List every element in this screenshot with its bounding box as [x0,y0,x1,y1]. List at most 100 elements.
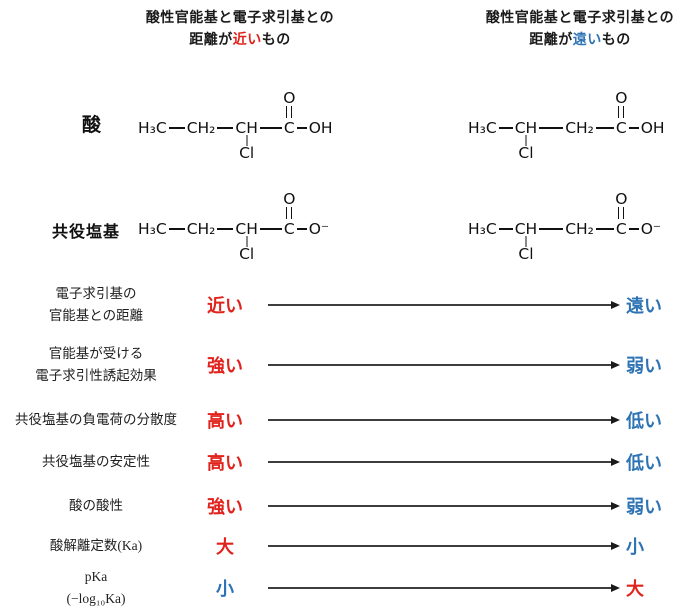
left-value: 強い [207,497,243,517]
single-bond [539,228,564,230]
row-label-acid: 酸 [82,115,102,136]
header-near-line2: 距離が近いもの [189,33,291,48]
double-bond [618,106,625,118]
single-bond [259,228,282,230]
carboxyl-carbon-group: C O [615,88,628,137]
chlorine-substituent: Cl [518,144,534,162]
left-value: 大 [216,537,234,557]
arrow-head-icon [611,502,620,510]
double-bond [618,207,625,219]
right-value: 弱い [626,497,662,517]
row-label: 酸の酸性 [69,498,123,514]
hydroxyl-group: OH [640,119,665,137]
single-bond [595,228,614,230]
single-bond [259,127,282,129]
arrow-line [268,461,611,463]
methylene-group: CH₂ [186,119,216,137]
single-bond [168,228,185,230]
comparison-row-base-stability: 共役塩基の安定性 高い 低い [0,440,698,484]
methyl-group: H₃C [468,119,497,137]
carbonyl-oxygen: O [283,189,296,208]
double-bond [286,207,293,219]
structure-base-near: H₃C CH₂ CH Cl C O O⁻ [138,189,329,262]
arrow-head-icon [611,584,620,592]
header-far-line2: 距離が遠いもの [529,33,631,48]
arrow-line [268,419,611,421]
carbonyl-oxygen: O [283,88,296,107]
carboxylate-oxygen: O⁻ [640,220,662,238]
left-value: 小 [216,579,234,599]
right-value: 低い [626,453,662,473]
comparison-row-distance: 電子求引基の官能基との距離 近い 遠い [0,278,698,332]
bond-to-chlorine [246,236,248,247]
arrow-head-icon [611,301,620,309]
double-bond [286,106,293,118]
left-value: 高い [207,411,243,431]
methylene-group: CH₂ [186,220,216,238]
methine-group: CH Cl [514,119,538,162]
hydroxyl-group: OH [308,119,333,137]
right-arrow [268,301,620,309]
carboxyl-carbon-group: C O [283,88,296,137]
arrow-head-icon [611,542,620,550]
row-label-conjugate-base: 共役塩基 [52,224,121,241]
single-bond [296,228,307,230]
bond-to-chlorine [246,135,248,146]
right-arrow [268,542,620,550]
carboxyl-carbon-group: C O [283,189,296,238]
arrow-line [268,545,611,547]
right-value: 低い [626,411,662,431]
arrow-line [268,587,611,589]
header-far-highlight: 遠い [572,33,602,48]
row-label: 共役塩基の負電荷の分散度 [15,412,177,428]
single-bond [595,127,614,129]
comparison-row-inductive-effect: 官能基が受ける電子求引性誘起効果 強い 弱い [0,336,698,394]
single-bond [217,127,234,129]
arrow-line [268,304,611,306]
single-bond [168,127,185,129]
single-bond [217,228,234,230]
comparison-row-acidity: 酸の酸性 強い 弱い [0,484,698,528]
arrow-head-icon [611,416,620,424]
header-near-line1: 酸性官能基と電子求引基との [145,11,335,26]
header-far-line1: 酸性官能基と電子求引基との [485,11,675,26]
chlorine-substituent: Cl [239,144,255,162]
single-bond [498,228,513,230]
right-value: 小 [626,537,644,557]
arrow-head-icon [611,458,620,466]
structure-acid-far: H₃C CH Cl CH₂ C O OH [468,88,665,162]
methine-group: CH Cl [514,220,538,263]
right-arrow [268,361,620,369]
arrow-line [268,364,611,366]
chlorine-substituent: Cl [518,245,534,263]
carbonyl-oxygen: O [615,88,628,107]
single-bond [628,228,639,230]
arrow-head-icon [611,361,620,369]
single-bond [539,127,564,129]
single-bond [296,127,307,129]
methylene-group: CH₂ [565,220,594,238]
methyl-group: H₃C [468,220,497,238]
carboxyl-carbon-group: C O [615,189,628,238]
right-arrow [268,416,620,424]
carbonyl-oxygen: O [615,189,628,208]
right-arrow [268,584,620,592]
bond-to-chlorine [525,236,527,247]
row-label: pKa(−log₁₀Ka) [66,569,126,606]
single-bond [628,127,639,129]
arrow-line [268,505,611,507]
single-bond [498,127,513,129]
methylene-group: CH₂ [565,119,594,137]
row-label: 酸解離定数(Ka) [49,538,143,554]
methyl-group: H₃C [138,119,167,137]
comparison-row-charge-dispersion: 共役塩基の負電荷の分散度 高い 低い [0,398,698,442]
row-label: 共役塩基の安定性 [42,454,150,470]
row-label: 電子求引基の官能基との距離 [48,286,144,323]
bond-to-chlorine [525,135,527,146]
header-near-highlight: 近い [232,33,262,48]
comparison-row-pka: pKa(−log₁₀Ka) 小 大 [0,562,698,614]
row-label: 官能基が受ける電子求引性誘起効果 [35,346,157,383]
right-value: 弱い [626,356,662,376]
comparison-row-ka: 酸解離定数(Ka) 大 小 [0,524,698,568]
